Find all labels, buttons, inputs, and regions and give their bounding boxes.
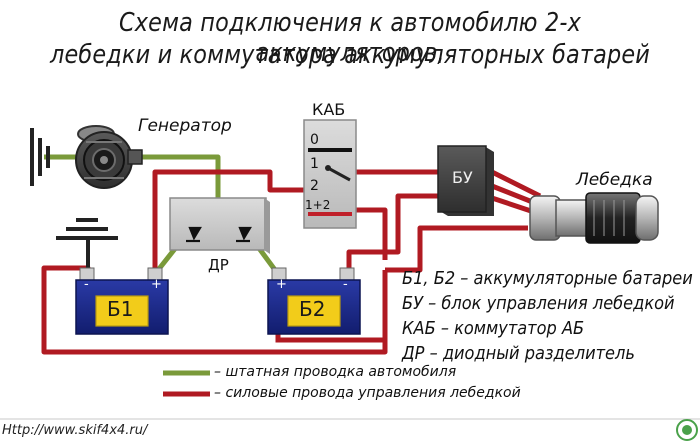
battery-1 [75,267,169,335]
diode-symbols [186,226,252,243]
legend-dr: ДР – диодный разделитель [402,343,635,364]
legend-b1-b2: Б1, Б2 – аккумуляторные батареи [402,268,693,289]
bu-control-block [437,145,494,216]
legend-stock-wiring-text: – штатная проводка автомобиля [214,364,457,380]
title-line-2: лебедки и коммутатора аккумуляторных бат… [49,40,651,70]
legend-bu: БУ – блок управления лебедкой [402,293,675,314]
battery-1-minus: - [84,277,89,292]
diode-separator [169,197,270,254]
title-line-1: Схема подключения к автомобилю 2-х аккум… [118,8,582,68]
battery-2-label: Б2 [299,297,326,321]
legend-power-wiring-text: – силовые провода управления лебедкой [214,385,521,401]
battery-1-label: Б1 [107,297,134,321]
kab-label: КАБ [312,100,346,119]
bu-label: БУ [452,168,473,187]
winch-icon [529,192,659,244]
kab-switch [303,119,357,229]
kab-pos-2: 2 [310,178,319,194]
generator-icon [75,125,143,189]
dr-label: ДР [208,256,229,274]
battery-2-plus: + [276,277,287,292]
ground-left-icon [30,128,50,186]
site-logo-icon [676,419,698,441]
kab-pos-0: 0 [310,132,319,148]
battery-1-plus: + [151,277,162,292]
legend-kab: КАБ – коммутатор АБ [402,318,585,339]
battery-2 [267,267,361,335]
battery-2-minus: - [343,277,348,292]
kab-pos-1: 1 [310,156,319,172]
ground-battery-icon [56,218,118,268]
footer-url-link[interactable]: Http://www.skif4x4.ru/ [2,423,148,438]
kab-pos-1plus2: 1+2 [305,198,331,212]
winch-label: Лебедка [576,170,653,190]
generator-label: Генератор [138,116,232,136]
